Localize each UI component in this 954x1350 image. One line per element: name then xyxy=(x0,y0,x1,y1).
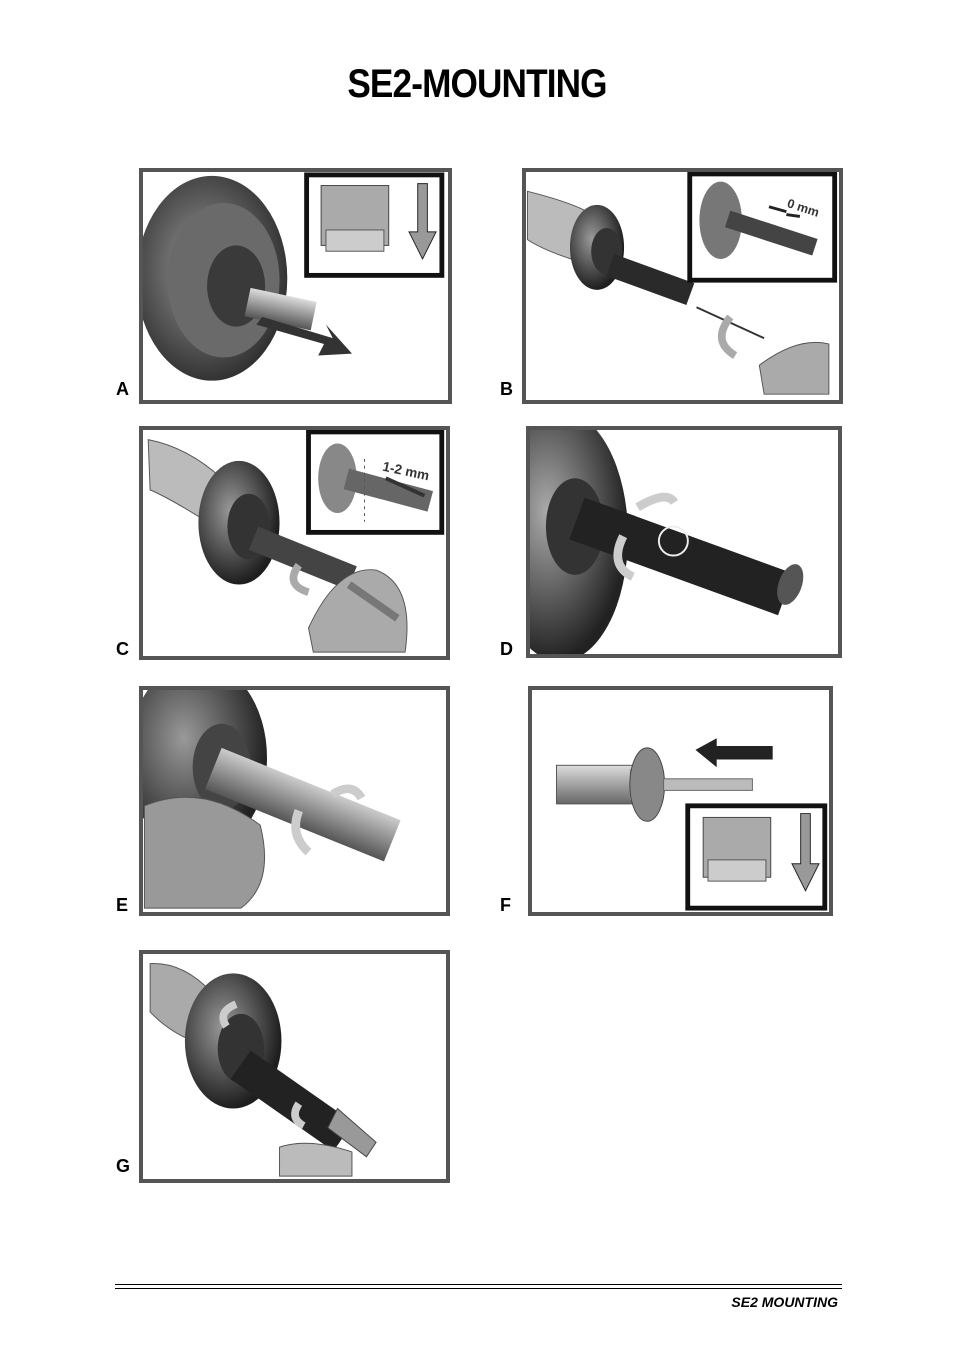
footer-rule-top xyxy=(115,1284,842,1285)
panel-d xyxy=(526,426,842,658)
panel-g xyxy=(139,950,450,1183)
illustration-e xyxy=(143,690,446,912)
panel-label-g: G xyxy=(116,1156,130,1177)
panel-a xyxy=(139,168,452,404)
panel-label-f: F xyxy=(500,895,511,916)
page-footer: SE2 MOUNTING xyxy=(731,1294,838,1310)
illustration-d xyxy=(530,430,838,654)
illustration-f xyxy=(532,690,829,912)
panel-label-d: D xyxy=(500,639,513,660)
footer-rule-bottom xyxy=(115,1288,842,1289)
panel-label-e: E xyxy=(116,895,128,916)
panel-label-c: C xyxy=(116,639,129,660)
page-title: SE2-MOUNTING xyxy=(57,62,897,107)
panel-f xyxy=(528,686,833,916)
panel-c: 1-2 mm xyxy=(139,426,450,660)
panel-b: 0 mm xyxy=(522,168,843,404)
illustration-c: 1-2 mm xyxy=(143,430,446,656)
panel-e xyxy=(139,686,450,916)
illustration-a xyxy=(143,172,448,400)
panel-label-b: B xyxy=(500,379,513,400)
illustration-g xyxy=(143,954,446,1179)
illustration-b: 0 mm xyxy=(526,172,839,400)
panel-label-a: A xyxy=(116,379,129,400)
